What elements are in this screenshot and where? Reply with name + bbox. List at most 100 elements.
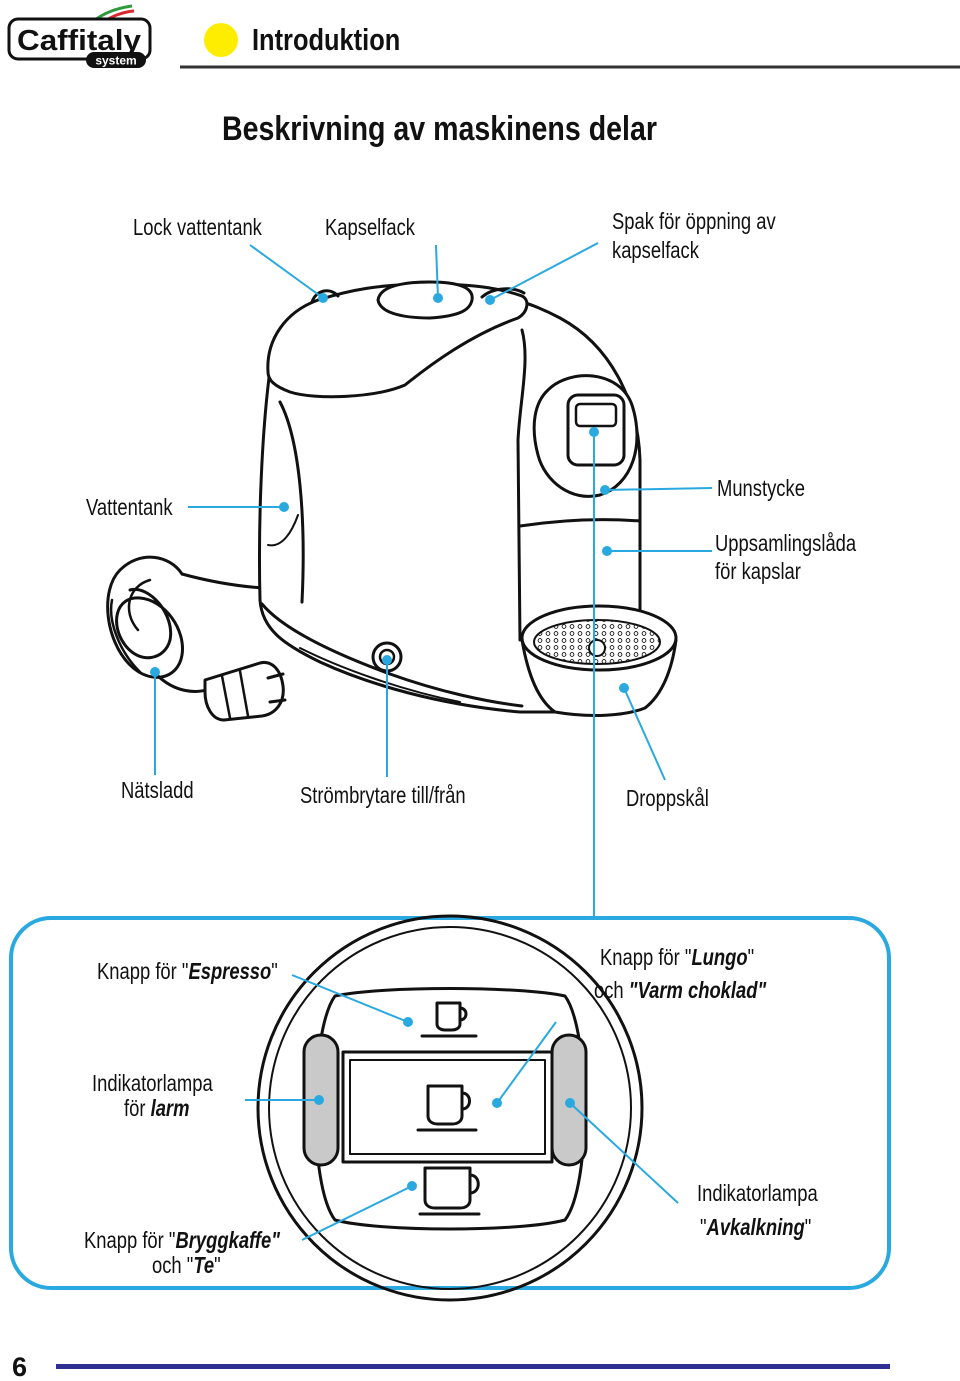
- logo-sub-pill: [86, 52, 146, 68]
- callout-lines: [154, 242, 713, 1241]
- label-brew-coffee-name: Bryggkaffe": [175, 1227, 280, 1253]
- callout-dot-descale-light: [565, 1098, 575, 1108]
- label-tea-post: ": [214, 1252, 221, 1278]
- callout-dot-lever: [485, 295, 495, 305]
- label-descale-post: ": [804, 1214, 812, 1240]
- control-panel-inner-ring: [268, 926, 632, 1290]
- callout-dot-water-tank: [279, 502, 289, 512]
- label-espresso-pre: Knapp för ": [97, 958, 189, 984]
- lungo-cup-icon: [426, 1084, 471, 1126]
- caffitaly-logo: Caffitaly system: [7, 4, 152, 68]
- plug-pin-top: [266, 672, 285, 680]
- label-power-switch: Strömbrytare till/från: [300, 782, 466, 808]
- label-hot-chocolate-name: "Varm choklad": [628, 977, 767, 1003]
- label-lungo-line2-pre: och: [594, 977, 629, 1003]
- capsule-lever: [480, 287, 526, 299]
- plug-collar: [220, 669, 250, 720]
- label-capsule-container-line2: för kapslar: [715, 558, 801, 584]
- lungo-button-inner: [349, 1059, 546, 1155]
- espresso-cup-icon: [435, 1001, 468, 1032]
- plug-pin-bottom: [268, 698, 287, 704]
- lid-knob: [310, 289, 340, 304]
- label-alarm-light-line1: Indikatorlampa: [92, 1070, 213, 1096]
- callout-line-espresso: [291, 974, 409, 1023]
- label-capsule-compartment: Kapselfack: [325, 214, 416, 240]
- water-tank-highlight: [267, 514, 299, 547]
- callout-line-drip-tray: [623, 687, 666, 781]
- label-drip-tray: Droppskål: [626, 785, 709, 811]
- label-lungo-button-line2: och "Varm choklad": [594, 977, 766, 1003]
- page-heading: Beskrivning av maskinens delar: [222, 110, 657, 148]
- callout-line-lungo: [496, 1021, 557, 1104]
- label-alarm-light-line2: för larm: [124, 1095, 189, 1121]
- power-cord: [180, 572, 266, 590]
- label-brew-coffee-line2: och "Te": [152, 1252, 221, 1278]
- label-lungo-button-line1: Knapp för "Lungo": [600, 944, 754, 970]
- callout-dot-power-cord: [150, 667, 160, 677]
- base-lower-rim: [299, 647, 461, 703]
- label-espresso-post: ": [271, 958, 278, 984]
- label-capsule-container-line1: Uppsamlingslåda: [715, 530, 857, 556]
- callout-dot-lungo: [492, 1098, 502, 1108]
- callout-dot-brew-coffee: [407, 1181, 417, 1191]
- callout-dot-alarm-light: [314, 1095, 324, 1105]
- callout-line-lever: [489, 242, 599, 301]
- power-cord-coil: [106, 555, 184, 679]
- label-power-cord: Nätsladd: [121, 777, 194, 803]
- callout-line-lid-water-tank: [249, 244, 324, 299]
- footer-rule: [56, 1364, 890, 1369]
- callout-dot-espresso: [403, 1017, 413, 1027]
- front-panel-edge: [516, 328, 527, 642]
- logo-frame: [7, 17, 152, 61]
- label-espresso-name: Espresso: [188, 958, 272, 984]
- label-tea-name: Te: [193, 1252, 215, 1278]
- label-espresso-button: Knapp för "Espresso": [97, 958, 278, 984]
- control-panel-illustration: [256, 914, 644, 1302]
- label-tea-pre: och ": [152, 1252, 194, 1278]
- power-cord-coil-inner: [109, 578, 152, 674]
- drip-tray-center: [588, 639, 606, 657]
- callout-line-brew-coffee: [301, 1185, 413, 1241]
- nozzle-window: [574, 402, 618, 428]
- water-tank-window: [278, 400, 305, 604]
- label-descale-light-line2: "Avkalkning": [700, 1214, 811, 1240]
- logo-sub-text: system: [95, 54, 136, 68]
- callout-dot-power-switch: [382, 655, 392, 665]
- callout-dot-capsule-compartment: [433, 293, 443, 303]
- callout-line-descale-light: [569, 1102, 679, 1204]
- section-title: Introduktion: [252, 22, 401, 57]
- coffee-machine-illustration: [106, 280, 678, 722]
- callout-dots: [150, 293, 629, 1191]
- label-descale-name: Avkalkning: [706, 1214, 805, 1240]
- callout-line-capsule-compartment: [435, 244, 439, 299]
- lungo-button-frame: [341, 1050, 554, 1164]
- label-brew-coffee-line1: Knapp för "Bryggkaffe": [84, 1227, 280, 1253]
- label-alarm-pre: för: [124, 1095, 151, 1121]
- label-lever-line2: kapselfack: [612, 237, 699, 263]
- callout-line-nozzle: [604, 487, 713, 491]
- label-water-tank: Vattentank: [86, 494, 173, 520]
- label-lever-line1: Spak för öppning av: [612, 208, 776, 234]
- callout-dot-lid-water-tank: [318, 293, 328, 303]
- label-alarm-name: larm: [150, 1095, 190, 1121]
- callout-dot-capsule-container: [602, 546, 612, 556]
- label-lungo-pre: Knapp för ": [600, 944, 692, 970]
- brew-coffee-cup-icon: [423, 1166, 480, 1210]
- label-lid-water-tank: Lock vattentank: [133, 214, 262, 240]
- section-marker-dot: [204, 23, 238, 57]
- callout-dot-drip-tray: [619, 683, 629, 693]
- capsule-compartment-lid: [376, 280, 474, 320]
- label-lungo-post: ": [747, 944, 755, 970]
- label-descale-pre: ": [700, 1214, 707, 1240]
- logo-brand-text: Caffitaly: [17, 25, 141, 57]
- page-number: 6: [12, 1352, 28, 1381]
- base-rim: [260, 602, 524, 708]
- label-descale-light-line1: Indikatorlampa: [697, 1180, 818, 1206]
- control-panel-outer-ring: [256, 914, 644, 1302]
- label-nozzle: Munstycke: [717, 475, 805, 501]
- front-panel-seam: [518, 518, 642, 528]
- label-brew-coffee-pre: Knapp för ": [84, 1227, 176, 1253]
- label-lungo-name: Lungo: [691, 944, 748, 970]
